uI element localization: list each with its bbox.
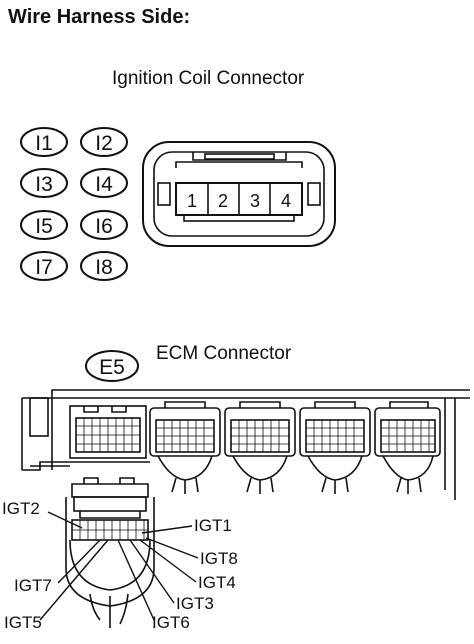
tag-i3: I3: [20, 168, 68, 198]
label-igt5: IGT5: [4, 613, 42, 632]
tag-i3-label: I3: [35, 173, 53, 196]
tag-i5: I5: [20, 210, 68, 240]
tag-i2-label: I2: [95, 132, 113, 155]
ecm-connector-title: ECM Connector: [156, 343, 292, 364]
tag-i6-label: I6: [95, 215, 113, 238]
tag-e5: E5: [85, 350, 139, 382]
coil-pin-3: 3: [250, 191, 260, 211]
label-igt2: IGT2: [2, 499, 40, 518]
ignition-coil-connector: 1 2 3 4: [142, 141, 336, 247]
tag-e5-label: E5: [99, 356, 125, 379]
page-heading: Wire Harness Side:: [8, 6, 191, 28]
tag-i8-label: I8: [95, 256, 113, 279]
label-igt4: IGT4: [198, 573, 236, 592]
label-igt8: IGT8: [200, 549, 238, 568]
e5-plug: [65, 477, 155, 628]
tag-i8: I8: [80, 251, 128, 281]
igt-labels: IGT2 IGT1 IGT8 IGT4 IGT3 IGT7 IGT5 IGT6: [2, 499, 238, 632]
ignition-coil-connector-title: Ignition Coil Connector: [112, 68, 305, 89]
label-igt1: IGT1: [194, 516, 232, 535]
label-igt7: IGT7: [14, 576, 52, 595]
coil-pin-4: 4: [281, 191, 291, 211]
tag-i7: I7: [20, 251, 68, 281]
tag-i2: I2: [80, 127, 128, 157]
tag-i4-label: I4: [95, 173, 113, 196]
tag-i6: I6: [80, 210, 128, 240]
tag-i1-label: I1: [35, 132, 53, 155]
ecm-housing: [21, 389, 470, 500]
pin-leader-lines: [39, 511, 199, 621]
tag-i1: I1: [20, 127, 68, 157]
label-igt6: IGT6: [152, 613, 190, 632]
ecm-pin-grids: [76, 418, 435, 452]
coil-pin-1: 1: [187, 191, 197, 211]
label-igt3: IGT3: [176, 594, 214, 613]
tag-i5-label: I5: [35, 215, 53, 238]
tag-i4: I4: [80, 168, 128, 198]
coil-tags: I1 I2 I3 I4 I5 I6: [20, 127, 128, 281]
coil-pin-2: 2: [218, 191, 228, 211]
ecm-harness-bundles: [157, 455, 434, 494]
tag-i7-label: I7: [35, 256, 53, 279]
